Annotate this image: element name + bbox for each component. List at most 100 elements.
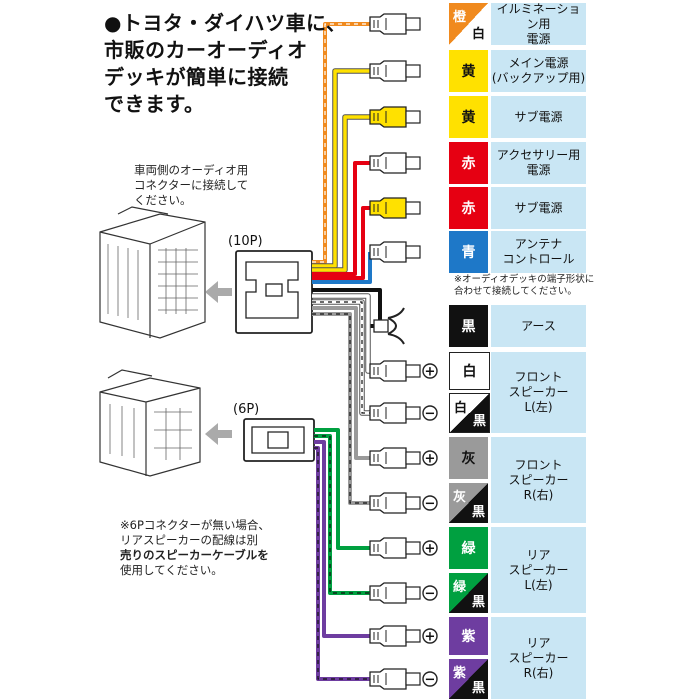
- description-line: スピーカー: [508, 385, 569, 399]
- plug-shape-note: ※オーディオデッキの端子形状に 合わせて接続してください。: [454, 274, 604, 298]
- car-side-note: 車両側のオーディオ用 コネクターに接続して ください。: [134, 163, 304, 208]
- chip-label: 白: [454, 401, 468, 416]
- green-black-polarity-label: −: [425, 587, 436, 602]
- wire-description-blue: アンテナコントロール: [491, 231, 586, 273]
- chip-label: 灰: [453, 490, 467, 505]
- orange-terminal: [369, 13, 421, 35]
- white-black-terminal: −: [369, 402, 438, 424]
- white-black-wire: [312, 300, 370, 415]
- red-acc-wire: [312, 161, 370, 276]
- wire-description-black: アース: [491, 305, 586, 347]
- label-10p: (10P): [228, 234, 263, 249]
- intro-line-2: 市販のカーオーディオ: [104, 38, 308, 62]
- green-black-terminal: −: [369, 582, 438, 604]
- green-polarity-label: +: [425, 542, 436, 557]
- color-chip-white-black: 白黒: [449, 393, 490, 433]
- description-line: L(左): [524, 577, 553, 592]
- blue-terminal: [369, 241, 421, 263]
- white-black-polarity-icon: [422, 405, 438, 421]
- gray-black-polarity-label: −: [425, 497, 436, 512]
- chip-label-2: 黒: [471, 681, 485, 696]
- description-line: フロント: [514, 457, 563, 472]
- wire-description-yellow-main: メイン電源(バックアップ用): [491, 50, 586, 92]
- gray-black-polarity-icon: [422, 495, 438, 511]
- chip-label-2: 白: [471, 27, 485, 42]
- plug-shape-note-line: 合わせて接続してください。: [454, 286, 577, 297]
- wire-layer: +−+−+−+−: [312, 13, 438, 690]
- car-side-note-line: ください。: [134, 193, 192, 207]
- red-sub-terminal: [369, 197, 421, 219]
- wire-row-white-black: 白黒: [449, 393, 586, 433]
- color-chip-yellow-main: 黄: [449, 50, 488, 92]
- description-line: サブ電源: [514, 200, 563, 215]
- wire-row-green: 緑: [449, 527, 586, 569]
- chip-label: 黒: [461, 319, 476, 335]
- car-connector-10p: [99, 206, 206, 339]
- wire-row-yellow-main: 黄: [449, 50, 586, 92]
- blue-wire: [312, 252, 372, 284]
- car-side-note-line: 車両側のオーディオ用: [134, 163, 249, 177]
- car-side-note-line: コネクターに接続して: [134, 178, 249, 192]
- color-chip-red-sub: 赤: [449, 187, 488, 229]
- purple-wire: [314, 440, 370, 638]
- color-chip-blue: 青: [449, 231, 488, 273]
- purple-polarity-label: +: [425, 630, 436, 645]
- color-chip-purple-black: 紫黒: [449, 659, 488, 699]
- white-wire: [312, 294, 370, 373]
- six-pin-note: ※6Pコネクターが無い場合、 リアスピーカーの配線は別 売りのスピーカーケーブル…: [120, 518, 320, 578]
- wire-row-black: 黒: [449, 305, 586, 347]
- wire-description-red-acc: アクセサリー用電源: [491, 142, 586, 184]
- description-line: (バックアップ用): [491, 71, 586, 85]
- red-sub-wire: [312, 206, 370, 280]
- white-black-wire-stripe: [312, 301, 370, 414]
- label-6p: (6P): [233, 402, 260, 417]
- six-pin-note-line: 売りのスピーカーケーブルを: [120, 548, 269, 562]
- color-chip-green-black: 緑黒: [449, 573, 488, 613]
- color-chip-purple: 紫: [449, 617, 488, 655]
- green-terminal: +: [369, 537, 438, 559]
- description-line: 電源: [526, 163, 551, 177]
- chip-label-2: 黒: [471, 595, 485, 610]
- chip-label: 紫: [461, 629, 476, 645]
- wire-row-blue: 青: [449, 231, 586, 273]
- yellow-main-terminal: [369, 60, 421, 82]
- gray-polarity-icon: [422, 450, 438, 466]
- intro-line-1: ●トヨタ・ダイハツ車に、: [104, 11, 347, 35]
- chip-label: 緑: [453, 580, 467, 595]
- green-black-wire-stripe: [314, 435, 370, 594]
- chip-label: 赤: [461, 201, 476, 217]
- orange-wire-stripe: [312, 23, 370, 263]
- wire-row-orange: 橙白: [449, 3, 586, 45]
- wire-row-purple: 紫: [449, 617, 586, 655]
- description-line: リア: [526, 547, 551, 562]
- description-line: メイン電源: [508, 56, 569, 70]
- arrow-6p: [205, 423, 232, 445]
- wire-row-red-sub: 赤: [449, 187, 586, 229]
- yellow-sub-terminal: [369, 106, 421, 128]
- chip-label: 灰: [461, 451, 476, 467]
- description-line: イルミネーション用: [496, 1, 581, 31]
- six-pin-note-line: ※6Pコネクターが無い場合、: [120, 518, 270, 532]
- description-line: フロント: [514, 370, 563, 384]
- wire-row-red-acc: 赤: [449, 142, 586, 184]
- wire-row-white: 白: [449, 352, 586, 390]
- chip-label: 紫: [453, 666, 467, 681]
- chip-label: 橙: [453, 10, 467, 25]
- purple-black-terminal: −: [369, 668, 438, 690]
- chip-label: 赤: [461, 156, 476, 172]
- gray-wire: [312, 306, 370, 460]
- description-line: アンテナ: [514, 237, 563, 251]
- green-black-polarity-icon: [422, 585, 438, 601]
- intro-text: ●トヨタ・ダイハツ車に、 市販のカーオーディオ デッキが簡単に接続 できます。: [104, 10, 354, 118]
- chip-label: 白: [462, 364, 477, 380]
- white-terminal: +: [369, 360, 438, 382]
- gray-black-terminal: −: [369, 492, 438, 514]
- green-polarity-icon: [422, 540, 438, 556]
- connector-10p-housing: [235, 250, 313, 334]
- description-line: サブ電源: [514, 109, 563, 124]
- chip-label-2: 黒: [472, 414, 486, 429]
- wire-description-red-sub: サブ電源: [491, 187, 586, 229]
